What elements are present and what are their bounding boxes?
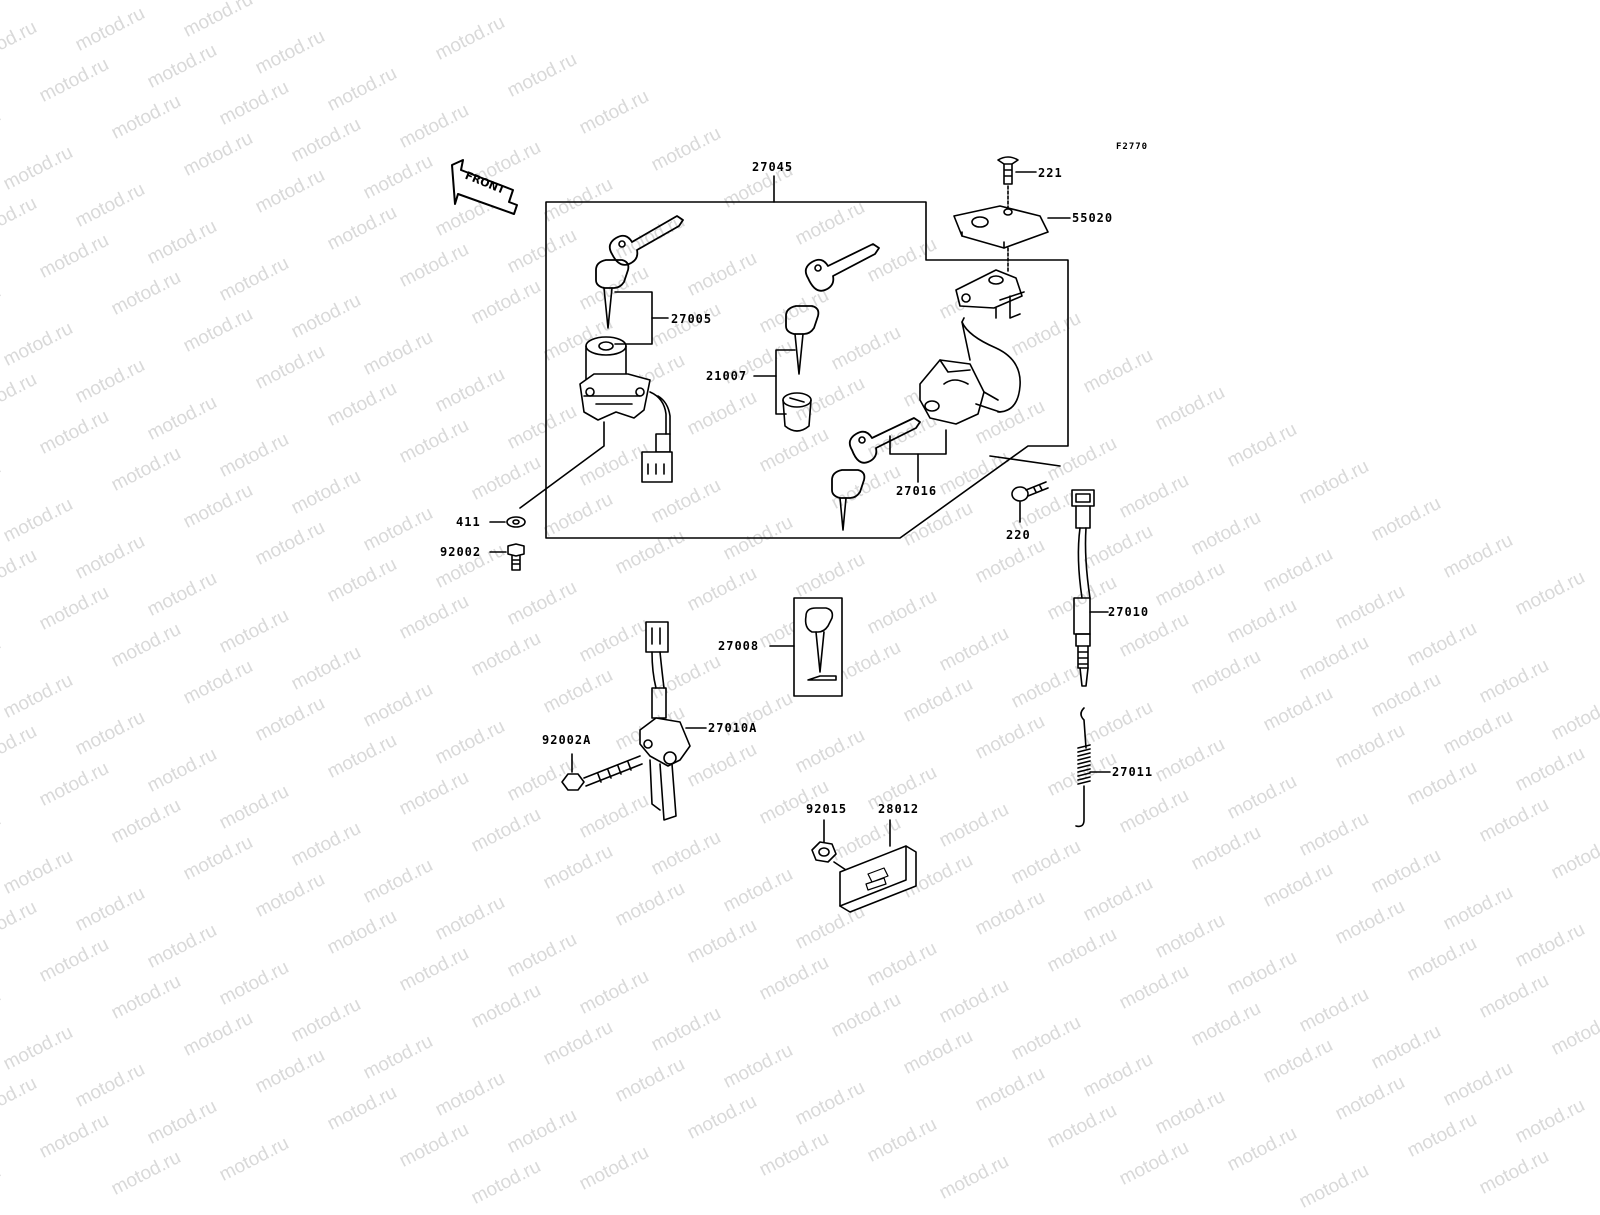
part-label-27010A: 27010A [708, 721, 758, 735]
part-label-92015: 92015 [806, 802, 848, 816]
seat-switch-27010-icon [1071, 489, 1095, 687]
lock-cylinder-icon [782, 392, 812, 432]
part-label-27011: 27011 [1112, 765, 1154, 779]
part-label-220: 220 [1006, 528, 1031, 542]
key-icon [804, 243, 880, 292]
part-label-27045: 27045 [752, 160, 794, 174]
leader-27005 [614, 291, 653, 345]
part-label-27008: 27008 [718, 639, 760, 653]
leader-411 [519, 421, 605, 509]
blank-key-27008-icon [793, 597, 843, 697]
plate-28012-icon [839, 845, 917, 913]
bolt-92002-icon [507, 543, 525, 571]
screw-220-icon [1011, 481, 1049, 502]
part-label-27010: 27010 [1108, 605, 1150, 619]
key-icon [608, 215, 684, 266]
key-icon [831, 469, 866, 531]
part-label-92002A: 92002A [542, 733, 592, 747]
part-label-27016: 27016 [896, 484, 938, 498]
part-label-27005: 27005 [671, 312, 713, 326]
part-label-92002: 92002 [440, 545, 482, 559]
lock-mount-icon [955, 269, 1025, 319]
part-label-411: 411 [456, 515, 481, 529]
figure-code: F2770 [1116, 142, 1149, 152]
front-arrow: FRONT [451, 159, 518, 215]
ignition-switch-icon [579, 336, 673, 483]
spring-27011-icon [1075, 707, 1091, 828]
cable-icon [961, 317, 1021, 413]
part-label-28012: 28012 [878, 802, 920, 816]
kit-27045-outline [545, 201, 1069, 539]
bolt-92002A-icon [561, 755, 643, 791]
screw-221-icon [997, 156, 1019, 185]
part-label-55020: 55020 [1072, 211, 1114, 225]
leader-21007 [775, 349, 796, 415]
switch-27010A-icon [639, 621, 691, 821]
seat-lock-icon [919, 359, 1001, 425]
key-icon [785, 305, 820, 375]
key-icon [595, 259, 630, 329]
leader-27016 [889, 429, 947, 455]
bracket-55020-icon [953, 205, 1049, 249]
part-label-221: 221 [1038, 166, 1063, 180]
washer-411-icon [506, 516, 526, 528]
part-label-21007: 21007 [706, 369, 748, 383]
key-icon [848, 417, 921, 464]
nut-92015-icon [811, 841, 837, 863]
